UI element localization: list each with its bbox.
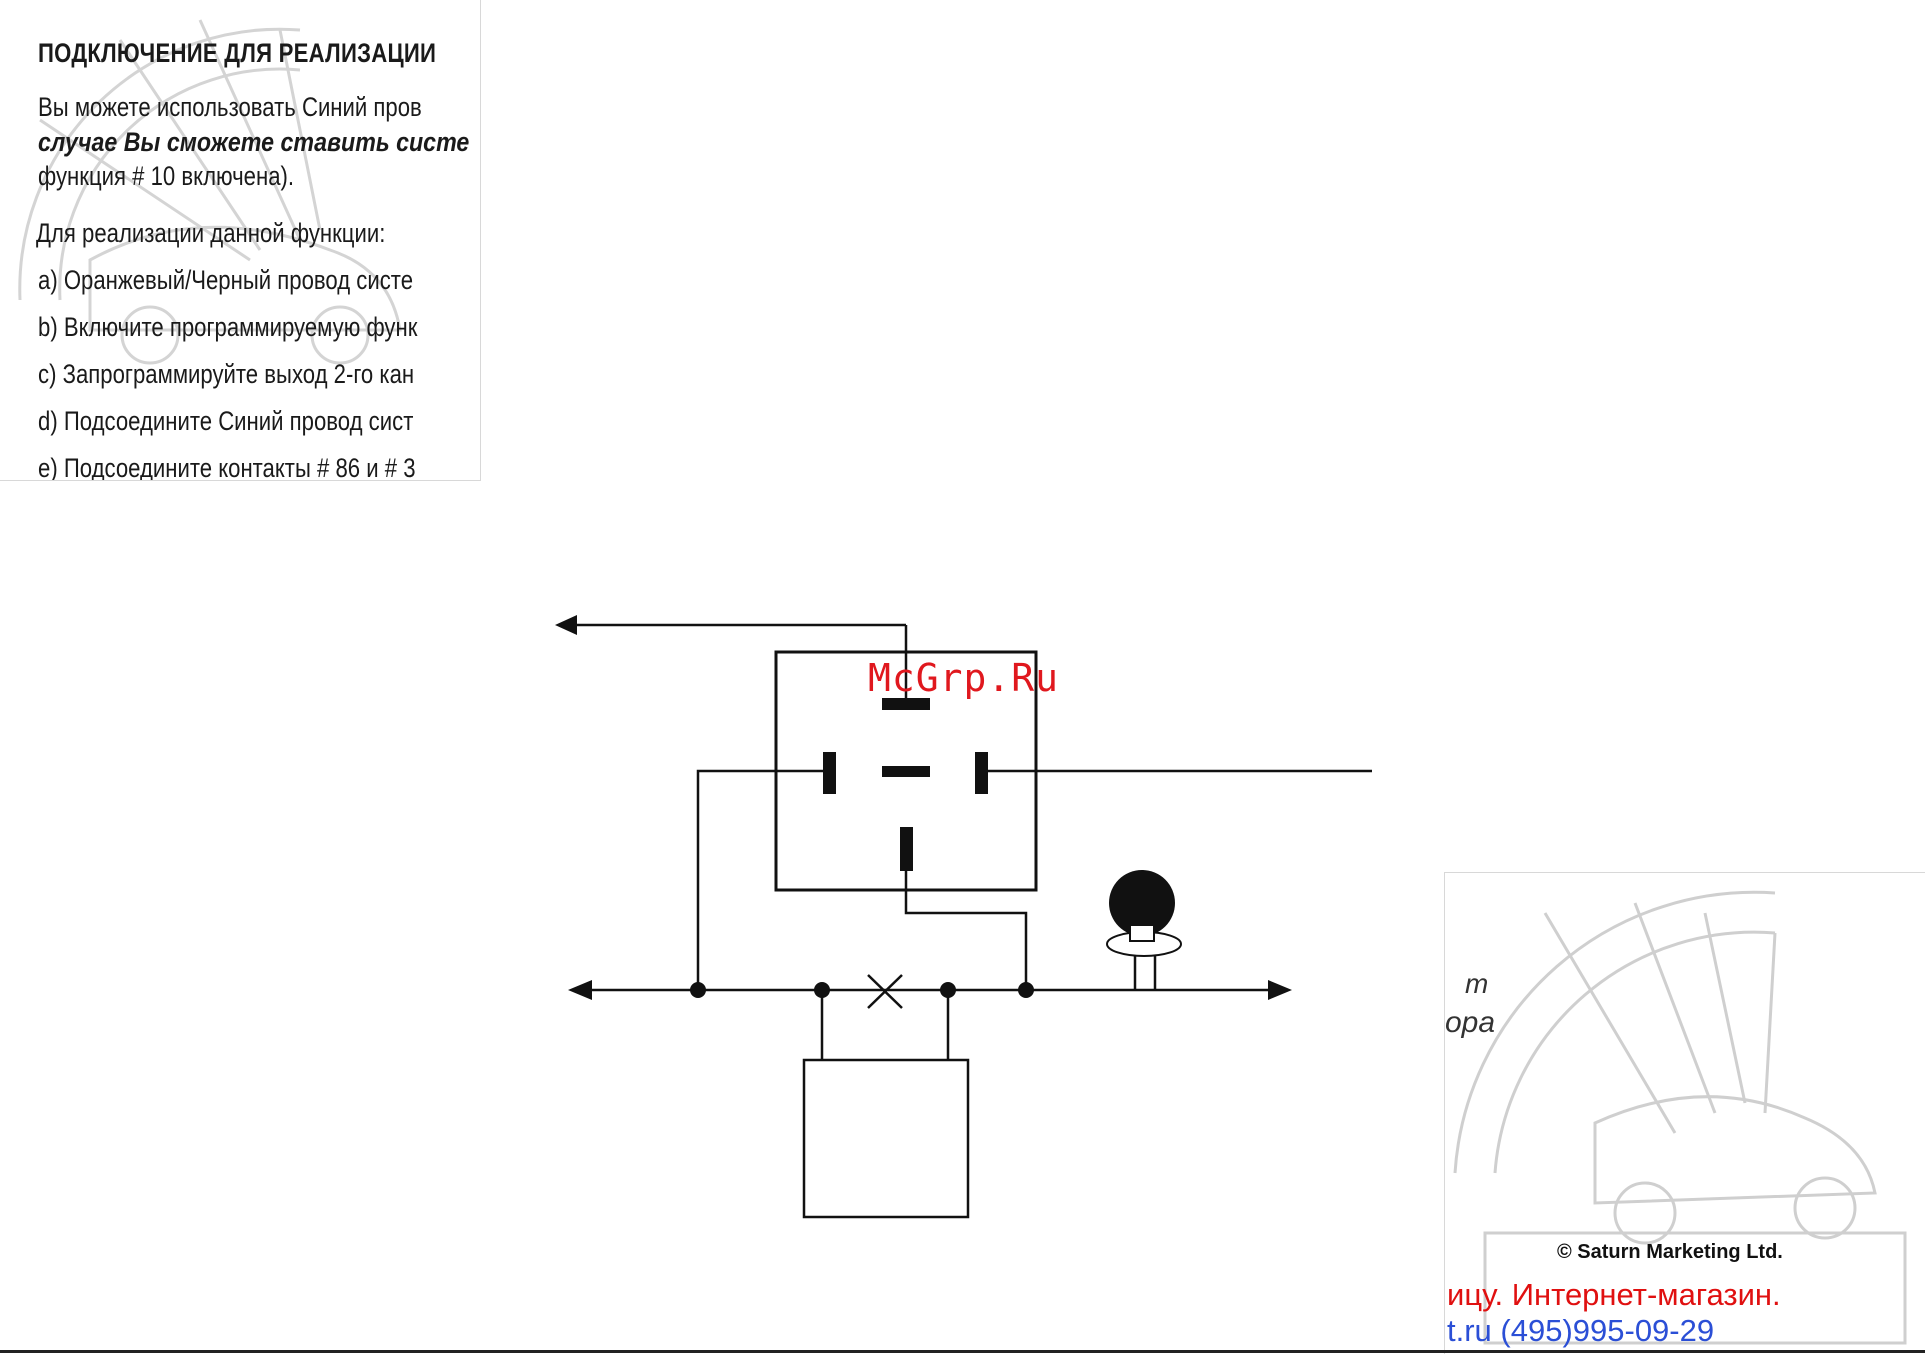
bottom-right-fragment: т ора © Saturn Marketing Ltd. ицу. Интер… — [1444, 872, 1925, 1354]
relay-pin-30 — [900, 827, 913, 871]
step-b: b) Включите программируемую функ — [38, 312, 418, 342]
text-fragment: ора — [1445, 1006, 1496, 1039]
shop-banner-text[interactable]: ицу. Интернет-магазин. — [1447, 1277, 1781, 1312]
relay-pin-86 — [823, 752, 836, 794]
relay-pin-87 — [882, 698, 930, 710]
junction-dot — [690, 982, 706, 998]
relay-pin-85 — [975, 752, 988, 794]
arrow-left-top-icon — [555, 615, 577, 635]
arrow-right-bus-icon — [1268, 980, 1292, 1000]
shop-phone-link[interactable]: t.ru (495)995-09-29 — [1447, 1313, 1715, 1348]
text-fragment: т — [1465, 968, 1489, 999]
paragraph-line-emphasis: случае Вы сможете ставить систе — [38, 127, 470, 157]
site-watermark: McGrp.Ru — [868, 656, 1060, 700]
step-e: e) Подсоедините контакты # 86 и # 3 — [38, 453, 416, 481]
step-d: d) Подсоедините Синий провод сист — [38, 406, 414, 436]
autoset-logo-watermark — [18, 19, 402, 365]
junction-dot — [814, 982, 830, 998]
switch-cross-b — [867, 974, 903, 1009]
section-heading: ПОДКЛЮЧЕНИЕ ДЛЯ РЕАЛИЗАЦИИ — [38, 38, 437, 68]
step-a: a) Оранжевый/Черный провод систе — [38, 265, 414, 295]
autoset-logo-watermark — [1453, 890, 1907, 1345]
lamp-bulb-icon — [1109, 870, 1175, 936]
paragraph-line: функция # 10 включена). — [38, 161, 295, 191]
control-unit-box — [802, 1058, 970, 1219]
copyright-notice: © Saturn Marketing Ltd. — [1557, 1241, 1783, 1263]
text-fragment-panel: ПОДКЛЮЧЕНИЕ ДЛЯ РЕАЛИЗАЦИИ Вы можете исп… — [0, 0, 481, 481]
paragraph-line: Вы можете использовать Синий пров — [38, 92, 422, 122]
relay-pin-87a — [882, 766, 930, 777]
instructions-intro: Для реализации данной функции: — [36, 218, 386, 248]
wire-relay-30-down — [904, 860, 1028, 990]
junction-dot — [940, 982, 956, 998]
page-bottom-border — [0, 1350, 1925, 1353]
wire-left-loop — [696, 769, 823, 990]
arrow-left-bus-icon — [568, 980, 592, 1000]
step-c: c) Запрограммируйте выход 2-го кан — [38, 359, 415, 389]
junction-dot — [1018, 982, 1034, 998]
